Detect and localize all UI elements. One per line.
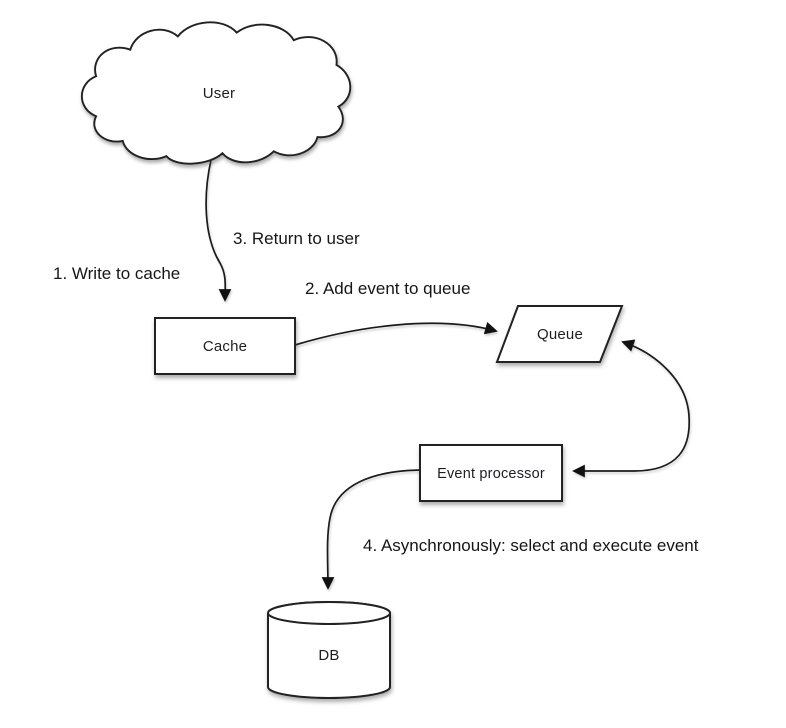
step4-annotation: 4. Asynchronously: select and execute ev… <box>363 536 699 555</box>
edge-cache-to-queue <box>294 321 498 346</box>
edge-user-to-cache <box>205 159 232 302</box>
edge-queue-event-processor <box>572 339 691 478</box>
event-processor-box-shape <box>419 444 563 502</box>
db-label: DB <box>318 647 339 664</box>
cache-label: Cache <box>203 338 247 355</box>
event-processor-label: Event processor <box>437 466 545 482</box>
step2-annotation: 2. Add event to queue <box>305 279 470 298</box>
user-label: User <box>203 85 235 102</box>
labels-layer: User Cache Queue Event processor DB 1. W… <box>53 85 699 664</box>
db-cylinder-shape <box>267 601 391 699</box>
shapes-layer <box>81 21 624 699</box>
edge-event-processor-to-db <box>321 469 421 590</box>
cache-box-shape <box>154 317 296 375</box>
user-cloud-shape <box>81 21 352 165</box>
step3-annotation: 3. Return to user <box>233 229 360 248</box>
db-cylinder-top <box>267 601 391 625</box>
step1-annotation: 1. Write to cache <box>53 264 180 283</box>
queue-parallelogram-shape <box>495 305 624 363</box>
edges-layer <box>205 159 691 590</box>
queue-label: Queue <box>537 326 583 343</box>
